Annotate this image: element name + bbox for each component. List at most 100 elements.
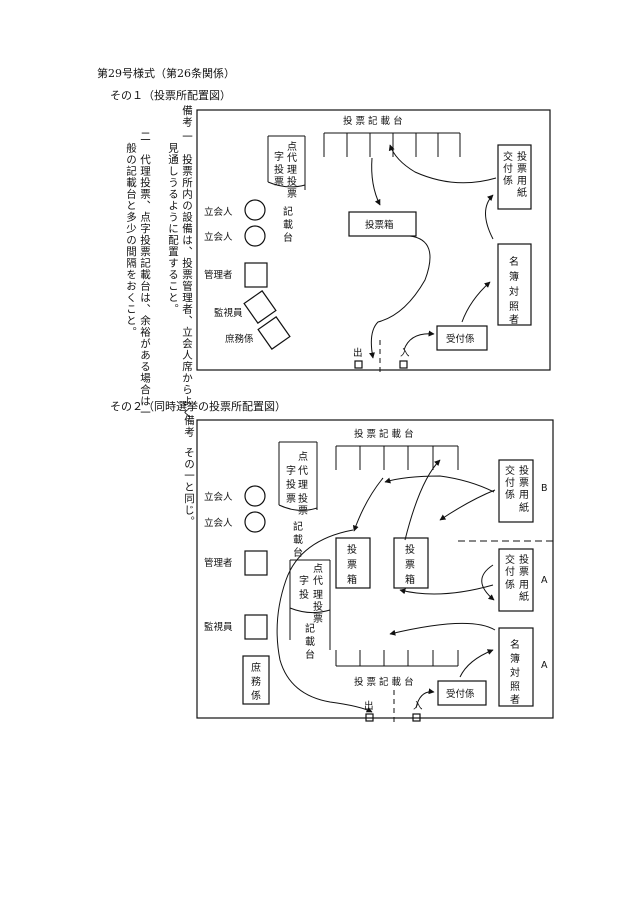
svg-text:字: 字 bbox=[286, 464, 296, 477]
svg-text:点: 点 bbox=[298, 451, 308, 463]
svg-text:票: 票 bbox=[286, 493, 296, 505]
writing-table bbox=[323, 132, 461, 157]
svg-text:務: 務 bbox=[251, 675, 261, 688]
note-line-2: 見通しうるように配置すること。 bbox=[167, 131, 179, 316]
issue-a-label-1: A bbox=[541, 575, 548, 586]
exit-label: 出 bbox=[353, 347, 363, 359]
general-clerk-seat bbox=[242, 655, 270, 705]
writing-table-top bbox=[335, 445, 459, 470]
svg-text:字: 字 bbox=[299, 574, 309, 587]
note-line-1: その一と同じ。 bbox=[183, 447, 195, 528]
witness-label-1: 立会人 bbox=[204, 491, 233, 503]
svg-text:庶: 庶 bbox=[251, 661, 261, 674]
part2-heading: その２（同時選挙の投票所配置図） bbox=[110, 400, 286, 413]
svg-text:付: 付 bbox=[505, 565, 515, 578]
svg-text:者: 者 bbox=[509, 314, 519, 326]
svg-text:交: 交 bbox=[505, 553, 515, 566]
svg-text:紙: 紙 bbox=[519, 501, 529, 514]
svg-text:票: 票 bbox=[313, 613, 323, 625]
svg-text:投: 投 bbox=[405, 543, 415, 556]
witness-seat-1 bbox=[244, 485, 266, 507]
observer-seat bbox=[243, 290, 277, 324]
svg-text:照: 照 bbox=[510, 681, 520, 693]
svg-text:台: 台 bbox=[293, 546, 303, 559]
note-line-1: 一 投票所内の設備は、投票管理者、立会人席からよく bbox=[181, 131, 193, 419]
svg-text:票: 票 bbox=[287, 188, 297, 200]
svg-text:投: 投 bbox=[287, 175, 297, 188]
svg-text:投: 投 bbox=[299, 588, 309, 601]
note-line-3: 二 代理投票、点字投票記載台は、余裕がある場合は一 bbox=[139, 131, 151, 419]
reception-box bbox=[437, 680, 487, 706]
general-clerk-seat bbox=[257, 316, 291, 350]
svg-text:台: 台 bbox=[305, 648, 315, 661]
witness-seat-2 bbox=[244, 511, 266, 533]
writing-table-label: 投 票 記 載 台 bbox=[343, 115, 403, 127]
note-line-4: 般の記載台と多少の間隔をおくこと。 bbox=[125, 131, 137, 339]
issue-clerk-box bbox=[497, 144, 532, 210]
svg-text:記: 記 bbox=[283, 205, 293, 218]
svg-text:者: 者 bbox=[510, 694, 520, 706]
svg-text:付: 付 bbox=[503, 162, 513, 175]
svg-text:簿: 簿 bbox=[510, 652, 520, 665]
svg-text:用: 用 bbox=[517, 176, 527, 187]
issue-a-label-2: A bbox=[541, 660, 548, 671]
svg-text:係: 係 bbox=[503, 175, 513, 187]
svg-text:投: 投 bbox=[298, 492, 308, 505]
svg-text:交: 交 bbox=[505, 464, 515, 477]
ballot-box-1 bbox=[335, 537, 371, 589]
svg-text:投: 投 bbox=[519, 464, 529, 477]
ballot-box bbox=[348, 211, 417, 237]
manager-seat bbox=[244, 262, 268, 288]
ji-char: 字 bbox=[274, 150, 284, 163]
svg-text:紙: 紙 bbox=[519, 590, 529, 603]
svg-text:投: 投 bbox=[313, 600, 323, 613]
svg-text:代: 代 bbox=[298, 465, 308, 477]
svg-text:代: 代 bbox=[287, 152, 297, 164]
svg-text:投: 投 bbox=[517, 150, 527, 163]
svg-text:票: 票 bbox=[519, 566, 529, 578]
svg-text:箱: 箱 bbox=[405, 573, 415, 586]
witness-label-1: 立会人 bbox=[204, 206, 233, 218]
proxy-braille-table-upper: 点字代 投理 票投票 記載台 bbox=[278, 441, 318, 559]
manager-label: 管理者 bbox=[204, 269, 233, 281]
svg-text:対: 対 bbox=[509, 285, 519, 298]
svg-text:用: 用 bbox=[519, 490, 529, 501]
witness-label-2: 立会人 bbox=[204, 231, 233, 243]
part1-heading: その１（投票所配置図） bbox=[110, 89, 231, 102]
issue-b-label: B bbox=[541, 483, 548, 494]
proxy-braille-table-lower: 点字代 投理 投票 記載台 bbox=[289, 559, 331, 661]
svg-text:載: 載 bbox=[305, 636, 315, 648]
entrance-label: 入 bbox=[400, 348, 410, 359]
part2-notes: 備考 その一と同じ。 bbox=[165, 415, 195, 528]
svg-text:載: 載 bbox=[283, 219, 293, 231]
svg-text:票: 票 bbox=[517, 163, 527, 175]
reception-box bbox=[436, 325, 488, 351]
svg-text:付: 付 bbox=[505, 476, 515, 489]
writing-table-top-label: 投 票 記 載 台 bbox=[354, 428, 414, 440]
issue-clerk-box-b bbox=[498, 459, 534, 523]
svg-text:紙: 紙 bbox=[517, 186, 527, 199]
svg-text:名: 名 bbox=[509, 255, 519, 268]
svg-text:票: 票 bbox=[519, 477, 529, 489]
observer-label: 監視員 bbox=[214, 307, 243, 319]
witness-label-2: 立会人 bbox=[204, 517, 233, 529]
svg-text:対: 対 bbox=[510, 666, 520, 679]
proxy-braille-table: 点 字 代 理 投 投 票 票 記 載 台 bbox=[267, 135, 306, 244]
exit-label: 出 bbox=[364, 700, 374, 712]
braille-char: 点 bbox=[287, 141, 297, 153]
svg-text:交: 交 bbox=[503, 150, 513, 163]
issue-clerk-box-a bbox=[498, 548, 534, 612]
writing-table-bottom-label: 投 票 記 載 台 bbox=[354, 676, 414, 688]
svg-text:記: 記 bbox=[305, 622, 315, 635]
register-check-box bbox=[498, 627, 534, 707]
notes-label: 備考 bbox=[183, 415, 195, 438]
svg-text:票: 票 bbox=[405, 559, 415, 571]
svg-text:投: 投 bbox=[274, 163, 284, 176]
general-clerk-label: 庶務係 bbox=[225, 333, 254, 345]
svg-text:理: 理 bbox=[298, 479, 308, 491]
manager-label: 管理者 bbox=[204, 557, 233, 569]
notes-label: 備考 bbox=[181, 105, 193, 128]
svg-text:記: 記 bbox=[293, 520, 303, 533]
ballot-box-2 bbox=[393, 537, 429, 589]
